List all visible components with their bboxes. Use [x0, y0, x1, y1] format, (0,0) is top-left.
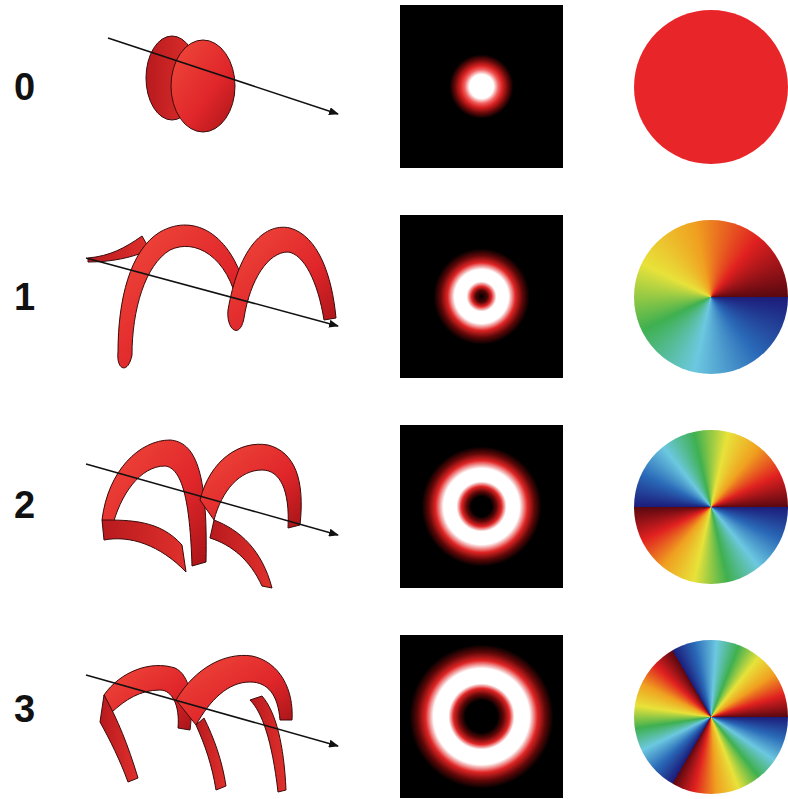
- intensity-profile: [400, 425, 563, 588]
- mode-order-number: 1: [14, 278, 35, 316]
- phase-profile: [634, 220, 788, 374]
- helical-wavefront: [102, 440, 301, 588]
- mode-order-number: 0: [14, 68, 35, 106]
- intensity-profile: [400, 215, 563, 378]
- propagation-arrow: [108, 38, 338, 114]
- mode-order-number: 2: [14, 486, 35, 524]
- intensity-profile: [400, 635, 563, 798]
- propagation-arrow: [86, 675, 338, 746]
- mode-order-number: 3: [14, 690, 35, 728]
- phase-profile: [634, 430, 788, 584]
- propagation-arrow: [86, 464, 338, 535]
- helical-wavefront: [100, 655, 292, 792]
- intensity-profile: [400, 5, 563, 168]
- phase-profile: [634, 640, 788, 794]
- phase-profile: [634, 10, 788, 164]
- plane-wavefront: [146, 36, 235, 132]
- propagation-arrow: [86, 258, 338, 326]
- helical-wavefront: [88, 225, 336, 368]
